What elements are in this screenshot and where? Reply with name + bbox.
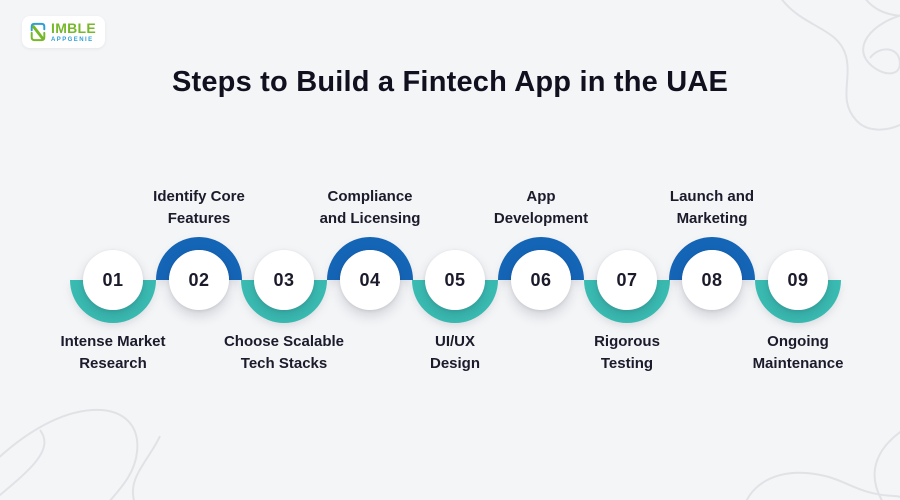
step-label-line2: Marketing <box>676 210 748 227</box>
step-label-line1: Identify Core <box>153 188 245 205</box>
step-arc-wrap <box>755 237 841 323</box>
step-number: 09 <box>787 269 809 290</box>
step-number: 04 <box>359 269 381 290</box>
step-label: Ongoing Maintenance <box>703 331 893 375</box>
step-label-line1: App <box>526 188 556 205</box>
step-label: App Development <box>446 186 636 230</box>
step-label-line2: Design <box>429 355 480 372</box>
step-label: Intense Market Research <box>18 331 208 375</box>
step-label-line2: Features <box>167 210 231 227</box>
step-label-line1: UI/UX <box>434 333 475 350</box>
step-label: UI/UX Design <box>360 331 550 375</box>
step-arc-wrap <box>584 237 670 323</box>
step-label-line1: Intense Market <box>60 333 166 350</box>
step-label: Choose Scalable Tech Stacks <box>189 331 379 375</box>
step-label: Launch and Marketing <box>617 186 807 230</box>
step-arc-wrap <box>412 237 498 323</box>
step-04: 04 Compliance and Licensing <box>275 170 465 382</box>
logo-text: IMBLE APPGENIE <box>51 21 96 43</box>
step-label-line1: Compliance <box>327 188 413 205</box>
step-number-circle: 07 <box>597 250 657 310</box>
step-number-circle: 04 <box>340 250 400 310</box>
step-number-circle: 06 <box>511 250 571 310</box>
step-arc-wrap <box>70 237 156 323</box>
step-label-line2: Research <box>79 355 147 372</box>
nimble-phone-icon <box>30 22 46 42</box>
step-number-circle: 09 <box>768 250 828 310</box>
step-arc-wrap <box>669 237 755 323</box>
page-title: Steps to Build a Fintech App in the UAE <box>171 66 729 98</box>
step-number-circle: 08 <box>682 250 742 310</box>
step-09: 09 Ongoing Maintenance <box>703 170 893 382</box>
step-number-circle: 03 <box>254 250 314 310</box>
step-07: 07 Rigorous Testing <box>532 170 722 382</box>
step-arc-wrap <box>156 237 242 323</box>
step-label: Identify Core Features <box>104 186 294 230</box>
brand-logo: IMBLE APPGENIE <box>22 16 106 48</box>
logo-text-main: IMBLE <box>51 20 97 36</box>
step-number: 02 <box>188 269 210 290</box>
step-label-line1: Rigorous <box>594 333 660 350</box>
step-number-circle: 01 <box>83 250 143 310</box>
step-08: 08 Launch and Marketing <box>617 170 807 382</box>
step-05: 05 UI/UX Design <box>360 170 550 382</box>
step-label-line2: Tech Stacks <box>240 355 328 372</box>
step-03: 03 Choose Scalable Tech Stacks <box>189 170 379 382</box>
step-arc-wrap <box>498 237 584 323</box>
step-label-line2: and Licensing <box>319 210 421 227</box>
step-label-line2: Maintenance <box>752 355 844 372</box>
step-number-circle: 05 <box>425 250 485 310</box>
step-label-line1: Launch and <box>669 188 755 205</box>
step-02: 02 Identify Core Features <box>104 170 294 382</box>
step-label-line2: Development <box>493 210 589 227</box>
step-label: Compliance and Licensing <box>275 186 465 230</box>
step-arc-wrap <box>241 237 327 323</box>
step-number: 01 <box>102 269 124 290</box>
step-label: Rigorous Testing <box>532 331 722 375</box>
step-arc-wrap <box>327 237 413 323</box>
logo-text-sub: APPGENIE <box>51 37 94 43</box>
step-number: 08 <box>701 269 723 290</box>
step-label-line2: Testing <box>600 355 654 372</box>
step-number-circle: 02 <box>169 250 229 310</box>
step-06: 06 App Development <box>446 170 636 382</box>
step-number: 03 <box>273 269 295 290</box>
step-number: 06 <box>530 269 552 290</box>
step-label-line1: Choose Scalable <box>223 333 345 350</box>
step-label-line1: Ongoing <box>767 333 829 350</box>
step-number: 07 <box>616 269 638 290</box>
step-number: 05 <box>444 269 466 290</box>
step-01: 01 Intense Market Research <box>18 170 208 382</box>
